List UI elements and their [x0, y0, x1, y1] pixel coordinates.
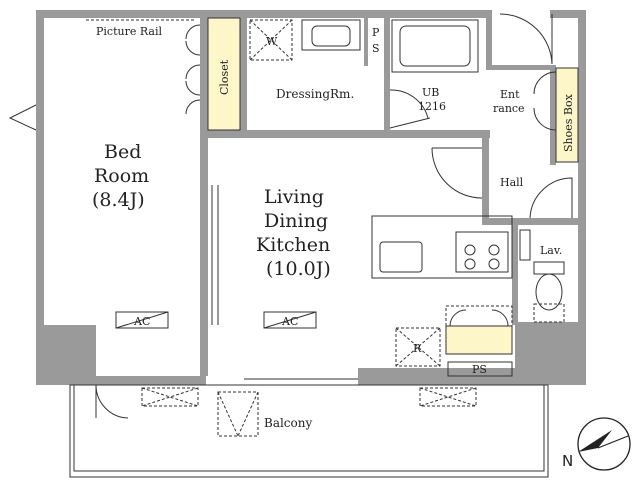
toilet	[533, 261, 565, 323]
lav-door	[529, 177, 573, 219]
shoes-box-label: Shoes Box	[562, 93, 575, 152]
kitchen-counter	[371, 215, 513, 279]
ldk-ac-unit	[263, 311, 317, 329]
bedroom-ac-unit	[115, 311, 169, 329]
closet-doors	[185, 24, 201, 115]
bedroom-label-2: Room	[94, 165, 149, 187]
outdoor-unit	[217, 391, 259, 437]
balcony-label: Balcony	[264, 416, 312, 430]
compass-north-label: N	[562, 452, 573, 470]
pantry-doors	[445, 305, 513, 327]
picture-rail-label: Picture Rail	[96, 25, 162, 38]
entrance-door	[499, 13, 553, 65]
fridge-label: R	[413, 342, 422, 355]
hall-label: Hall	[500, 176, 524, 189]
dressing-room-label: DressingRm.	[276, 87, 354, 101]
bedroom-ac-label: AC	[133, 315, 150, 328]
ps-top-s: S	[372, 42, 380, 55]
bedroom-side-window	[8, 104, 37, 131]
pantry-area	[445, 325, 513, 355]
bedroom-label-3: (8.4J)	[92, 189, 145, 211]
ub-door	[389, 89, 431, 129]
entrance-label-1: Ent	[500, 88, 520, 101]
ps-top-p: P	[372, 26, 380, 39]
compass	[577, 417, 631, 471]
washer-label: W	[266, 35, 278, 48]
ldk-label-4: (10.0J)	[266, 258, 331, 280]
balcony-outline	[69, 384, 549, 478]
bedroom-label-1: Bed	[104, 141, 141, 163]
shoes-box-area	[555, 67, 579, 163]
ub-label: UB	[422, 86, 439, 99]
lav-label: Lav.	[540, 244, 562, 257]
ps-bottom-label: PS	[472, 363, 487, 376]
ldk-ac-label: AC	[281, 315, 298, 328]
washer-space	[249, 19, 293, 61]
lav-sink	[519, 229, 531, 261]
entrance-label-2: rance	[493, 102, 525, 115]
refrigerator-space	[395, 327, 441, 367]
interior-walls	[200, 18, 579, 376]
ldk-label-1: Living	[264, 186, 324, 208]
ldk-label-3: Kitchen	[256, 234, 330, 256]
vanity-sink	[301, 19, 361, 51]
hall-door	[431, 147, 483, 199]
sliding-partition	[211, 185, 219, 325]
shoes-box-doors	[533, 71, 557, 131]
ldk-label-2: Dining	[264, 210, 328, 232]
balcony-vents	[141, 387, 477, 407]
closet-area	[207, 17, 241, 131]
closet-label: Closet	[218, 59, 231, 95]
bathtub	[391, 19, 479, 73]
bedroom-balcony-door	[95, 384, 129, 419]
ps-bottom-box	[447, 361, 513, 377]
